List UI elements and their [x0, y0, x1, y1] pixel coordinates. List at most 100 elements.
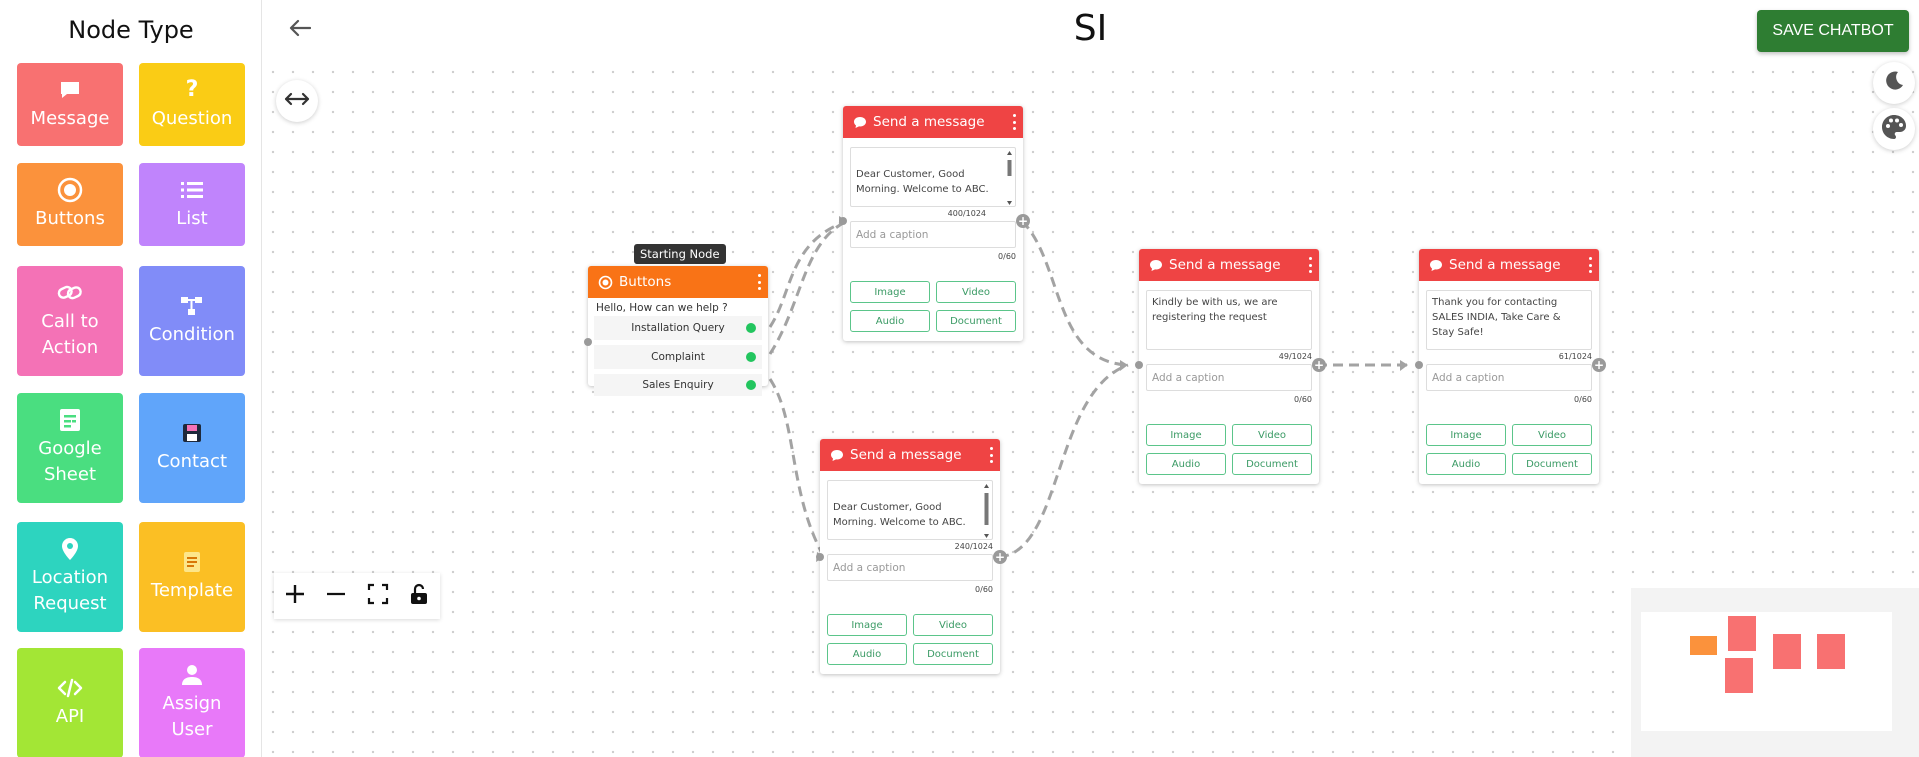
message-node-header[interactable]: Send a message [843, 106, 1023, 138]
message-node-3[interactable]: Send a message Kindly be with us, we are… [1135, 249, 1326, 484]
message-node-4[interactable]: Send a message Thank you for contacting … [1415, 249, 1606, 484]
attach-document-button[interactable]: Document [913, 643, 993, 665]
node-menu-icon[interactable] [988, 447, 994, 463]
node-tile-message[interactable]: Message [17, 63, 123, 146]
input-handle[interactable] [1415, 361, 1423, 369]
node-tile-buttons[interactable]: Buttons [17, 163, 123, 246]
attach-image-button[interactable]: Image [1146, 424, 1226, 446]
message-node-1[interactable]: Send a message Dear Customer, Good Morni… [839, 106, 1030, 341]
toggle-sidebar-button[interactable] [276, 80, 318, 122]
horizontal-arrows-icon [284, 92, 310, 111]
zoom-out-button[interactable] [316, 573, 358, 619]
attach-audio-button[interactable]: Audio [1426, 453, 1506, 475]
attach-video-button[interactable]: Video [913, 614, 993, 636]
message-node-header[interactable]: Send a message [1139, 249, 1319, 281]
theme-palette-button[interactable] [1873, 108, 1915, 150]
add-next-node-button[interactable]: + [993, 550, 1007, 564]
node-tile-condition[interactable]: Condition [139, 266, 245, 376]
edge-message2-to-message3 [998, 363, 1129, 559]
attach-audio-button[interactable]: Audio [1146, 453, 1226, 475]
attach-document-button[interactable]: Document [1512, 453, 1592, 475]
message-node-header[interactable]: Send a message [1419, 249, 1599, 281]
attach-video-button[interactable]: Video [1512, 424, 1592, 446]
attach-document-button[interactable]: Document [936, 310, 1016, 332]
node-tile-google-sheet[interactable]: Google Sheet [17, 393, 123, 503]
node-tile-list[interactable]: List [139, 163, 245, 246]
attach-audio-button[interactable]: Audio [850, 310, 930, 332]
buttons-node[interactable]: Buttons Hello, How can we help ? Install… [584, 266, 768, 396]
buttons-node-header[interactable]: Buttons [588, 266, 768, 298]
message-textarea[interactable]: Dear Customer, Good Morning. Welcome to … [827, 480, 993, 540]
message-textarea[interactable]: Dear Customer, Good Morning. Welcome to … [850, 147, 1016, 207]
tile-label: Assign User [162, 693, 222, 740]
save-chatbot-button[interactable]: SAVE CHATBOT [1757, 10, 1909, 52]
add-next-node-button[interactable]: + [1312, 358, 1326, 372]
message-icon [1429, 259, 1443, 272]
input-handle[interactable] [839, 217, 847, 225]
palette-icon [1881, 114, 1907, 145]
back-button[interactable] [284, 14, 316, 46]
minimap-node-buttons [1690, 636, 1717, 655]
tile-label: API [55, 706, 85, 727]
arrowhead [1400, 360, 1408, 371]
message-scrollbar[interactable] [1006, 150, 1013, 206]
node-menu-icon[interactable] [756, 274, 762, 290]
node-type-sidebar: Node Type Message ? Question Buttons Lis… [0, 0, 262, 757]
message-node-header[interactable]: Send a message [820, 439, 1000, 471]
caption-input[interactable]: Add a caption [827, 554, 993, 581]
message-char-counter: 240/1024 [954, 542, 993, 551]
attach-document-button[interactable]: Document [1232, 453, 1312, 475]
caption-input[interactable]: Add a caption [1146, 364, 1312, 391]
minimap[interactable] [1631, 588, 1919, 757]
attach-image-button[interactable]: Image [827, 614, 907, 636]
fit-view-button[interactable] [357, 573, 399, 619]
tile-label: Question [151, 107, 233, 129]
option-handle[interactable] [746, 380, 756, 390]
input-handle[interactable] [584, 338, 592, 346]
option-installation-query[interactable]: Installation Query [594, 316, 762, 340]
add-next-node-button[interactable]: + [1592, 358, 1606, 372]
option-complaint[interactable]: Complaint [594, 345, 762, 369]
attach-image-button[interactable]: Image [1426, 424, 1506, 446]
flow-canvas[interactable]: Starting Node Buttons Hello, How can we … [263, 62, 1919, 757]
node-menu-icon[interactable] [1307, 257, 1313, 273]
input-handle[interactable] [1135, 361, 1143, 369]
caption-input[interactable]: Add a caption [850, 221, 1016, 248]
message-icon [59, 78, 81, 102]
option-handle[interactable] [746, 323, 756, 333]
add-next-node-button[interactable]: + [1016, 214, 1030, 228]
attach-video-button[interactable]: Video [1232, 424, 1312, 446]
node-tile-assign-user[interactable]: Assign User [139, 648, 245, 757]
option-handle[interactable] [746, 352, 756, 362]
message-textarea[interactable]: Thank you for contacting SALES INDIA, Ta… [1426, 290, 1592, 350]
node-tile-template[interactable]: Template [139, 522, 245, 632]
lock-button[interactable] [399, 573, 441, 619]
message-textarea[interactable]: Kindly be with us, we are registering th… [1146, 290, 1312, 350]
branch-icon [180, 294, 204, 318]
option-label: Installation Query [631, 322, 725, 334]
message-text: Dear Customer, Good Morning. Welcome to … [833, 502, 966, 528]
message-node-2[interactable]: Send a message Dear Customer, Good Morni… [816, 439, 1007, 674]
message-scrollbar[interactable] [983, 483, 990, 539]
dark-mode-button[interactable] [1873, 62, 1915, 104]
node-tile-api[interactable]: API [17, 648, 123, 757]
zoom-in-button[interactable] [274, 573, 316, 619]
node-menu-icon[interactable] [1587, 257, 1593, 273]
node-tile-contact[interactable]: Contact [139, 393, 245, 503]
attach-audio-button[interactable]: Audio [827, 643, 907, 665]
option-sales-enquiry[interactable]: Sales Enquiry [594, 374, 762, 396]
edge-installation-to-message1 [768, 219, 848, 328]
input-handle[interactable] [816, 553, 824, 561]
message-icon [853, 116, 867, 129]
attach-image-button[interactable]: Image [850, 281, 930, 303]
node-tile-location-request[interactable]: Location Request [17, 522, 123, 632]
buttons-node-prompt: Hello, How can we help ? [596, 302, 728, 314]
node-tile-question[interactable]: ? Question [139, 63, 245, 146]
attach-video-button[interactable]: Video [936, 281, 1016, 303]
minimap-node-message [1773, 634, 1801, 669]
node-tile-call-to-action[interactable]: Call to Action [17, 266, 123, 376]
message-char-counter: 61/1024 [1558, 352, 1592, 361]
caption-input[interactable]: Add a caption [1426, 364, 1592, 391]
node-title: Send a message [873, 114, 985, 130]
node-menu-icon[interactable] [1011, 114, 1017, 130]
